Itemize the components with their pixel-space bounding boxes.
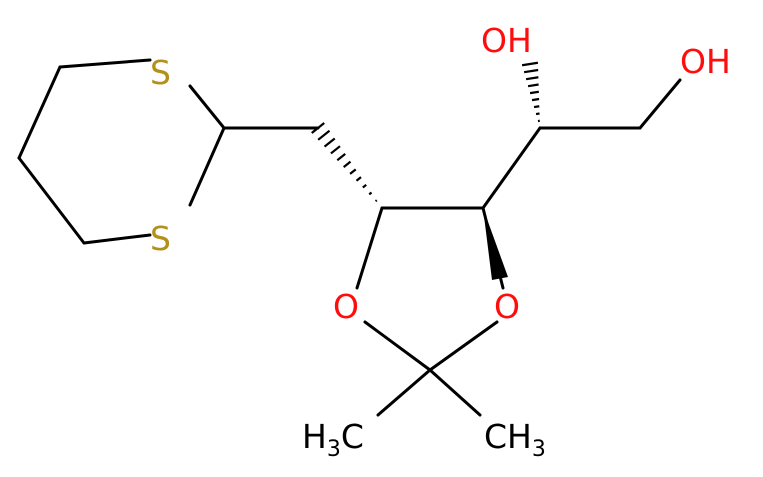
bond-c2r-me-right [428, 368, 482, 417]
methyl-right-sub: 3 [532, 437, 546, 462]
atom-sulfur-bottom: S [150, 219, 171, 258]
hash-line [529, 90, 540, 95]
atom-methyl-left: H3C [302, 417, 364, 462]
methyl-left-sub: 3 [327, 437, 341, 462]
bonds [17, 58, 682, 417]
hash-line [323, 137, 336, 148]
hash-line [317, 129, 331, 141]
hash-line [342, 160, 352, 168]
hash-line [523, 68, 539, 74]
hashed-wedges [311, 61, 540, 203]
bond-o3-c2r [428, 320, 499, 372]
bond-o1-c2r [363, 320, 432, 372]
methyl-left-c: C [341, 417, 364, 456]
bond-c4r-o1 [355, 206, 384, 290]
hash-line [336, 153, 346, 162]
bond-c6-s1 [58, 58, 152, 69]
bond-c4-c5 [17, 156, 86, 245]
hash-line [535, 112, 540, 116]
hash-line [525, 76, 539, 81]
atom-oxygen-ring-right: O [494, 287, 520, 326]
atom-hydroxyl-top: OH [481, 21, 532, 60]
bond-c2r-me-left [376, 368, 432, 417]
bond-s1-c2 [188, 84, 226, 130]
bond-c5r-choh [481, 126, 542, 210]
hash-line [531, 97, 540, 102]
hashed-wedge-choh-oh [521, 61, 540, 123]
hash-line [527, 83, 539, 88]
hash-line [521, 61, 539, 67]
bond-s3-c4 [82, 233, 152, 245]
hash-line [533, 105, 540, 109]
solid-wedge-c5r-o3 [483, 208, 508, 280]
hash-line [368, 191, 373, 196]
hash-line [362, 183, 367, 189]
hash-line [330, 145, 341, 155]
hash-line [355, 176, 362, 182]
hash-line [349, 168, 357, 175]
methyl-right-ch: CH [484, 417, 532, 456]
hashed-wedge-ch2-c4r [311, 122, 378, 203]
bond-ch2-oh [638, 78, 682, 130]
atom-hydroxyl-right: OH [680, 42, 731, 81]
atom-oxygen-ring-left: O [333, 287, 359, 326]
hash-line [374, 199, 378, 203]
hash-line [311, 122, 325, 134]
atom-methyl-right: CH3 [484, 417, 546, 462]
bond-c2-s3 [188, 126, 226, 207]
atom-sulfur-top: S [150, 53, 171, 92]
bond-c5-c6 [17, 65, 62, 160]
methyl-left-h: H [302, 417, 327, 456]
